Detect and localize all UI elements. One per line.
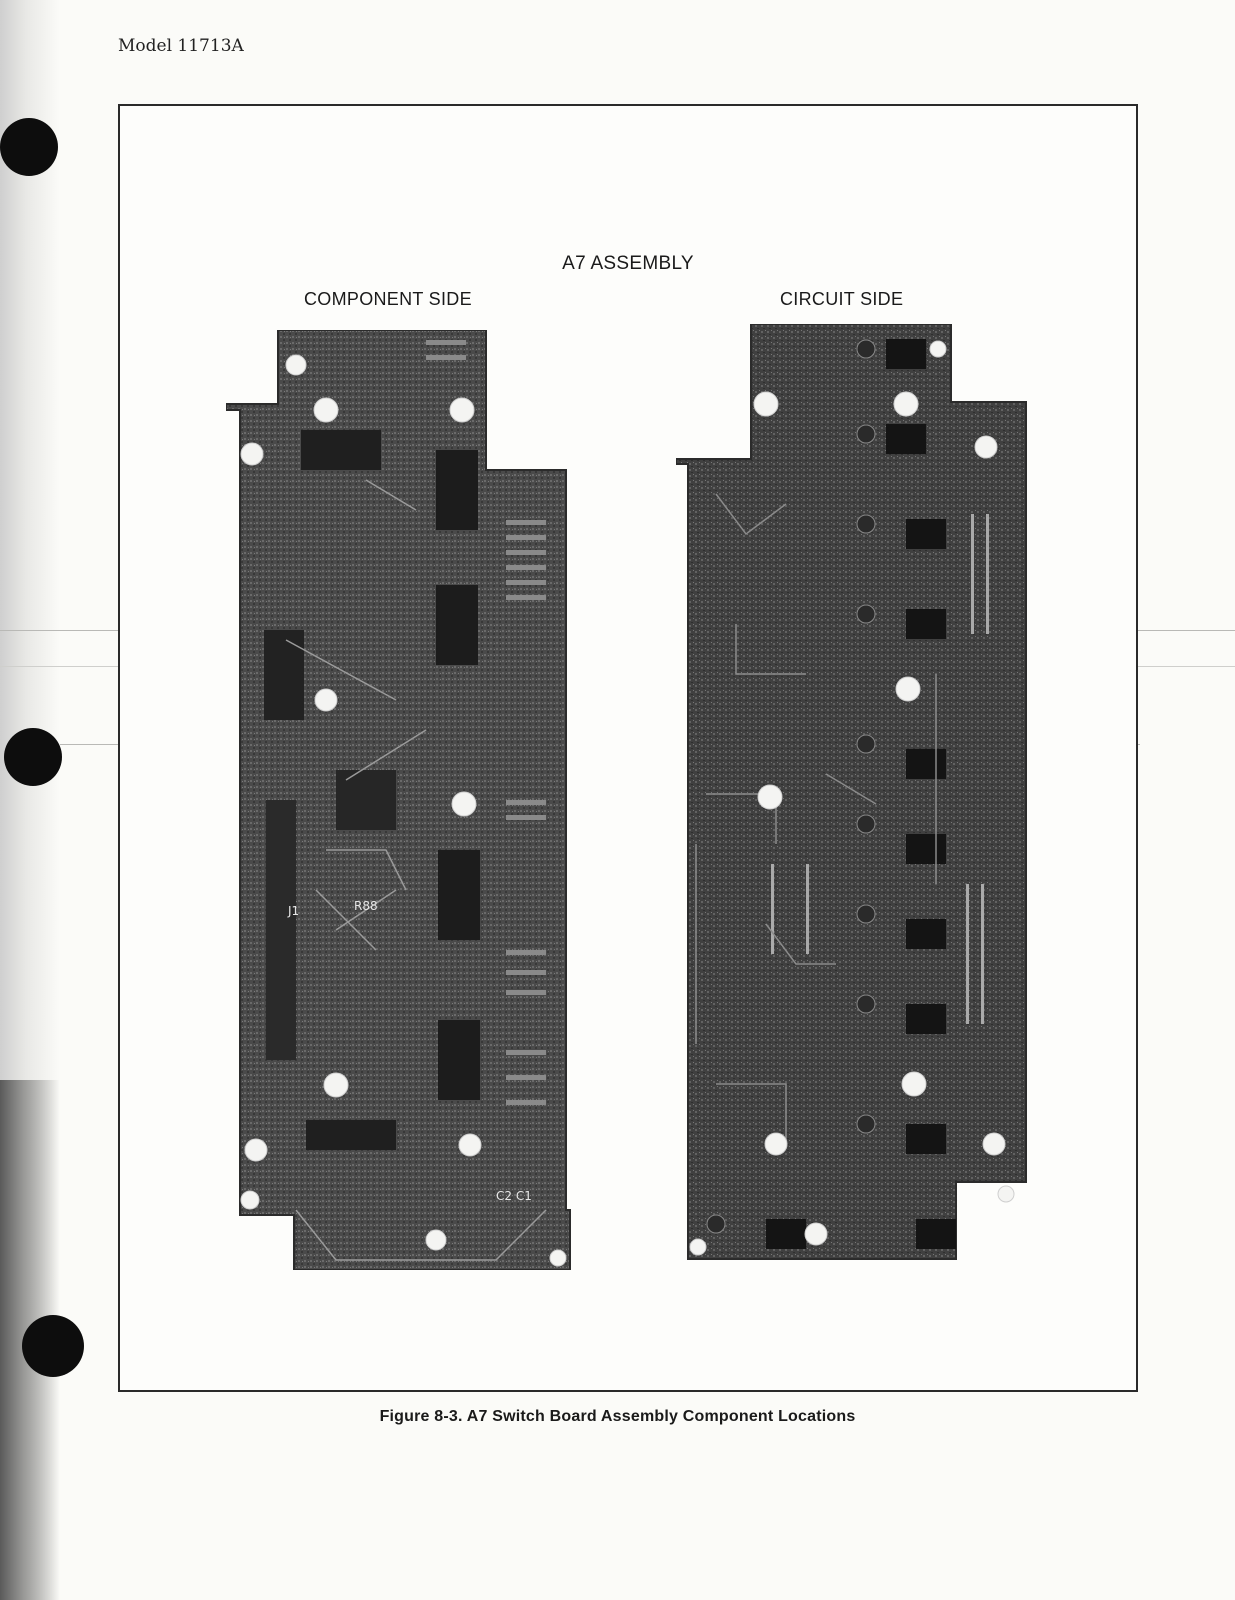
- board-marking-c2-c1: C2 C1: [496, 1189, 532, 1203]
- component-side-board-photo: J1 R88 C2 C1: [226, 330, 578, 1270]
- figure-title: A7 ASSEMBLY: [562, 253, 694, 274]
- punch-hole: [4, 728, 62, 786]
- figure-caption: Figure 8-3. A7 Switch Board Assembly Com…: [379, 1408, 856, 1425]
- circuit-side-label: CIRCUIT SIDE: [780, 289, 904, 309]
- page-header-model: Model 11713A: [118, 36, 244, 56]
- figure-frame: A7 ASSEMBLY COMPONENT SIDE CIRCUIT SIDE: [118, 104, 1138, 1392]
- punch-hole: [0, 118, 58, 176]
- board-marking-r88: R88: [354, 899, 378, 913]
- punch-hole: [22, 1315, 84, 1377]
- component-side-label: COMPONENT SIDE: [304, 289, 472, 309]
- board-marking-j1: J1: [287, 904, 299, 918]
- circuit-side-board-photo: [676, 324, 1028, 1264]
